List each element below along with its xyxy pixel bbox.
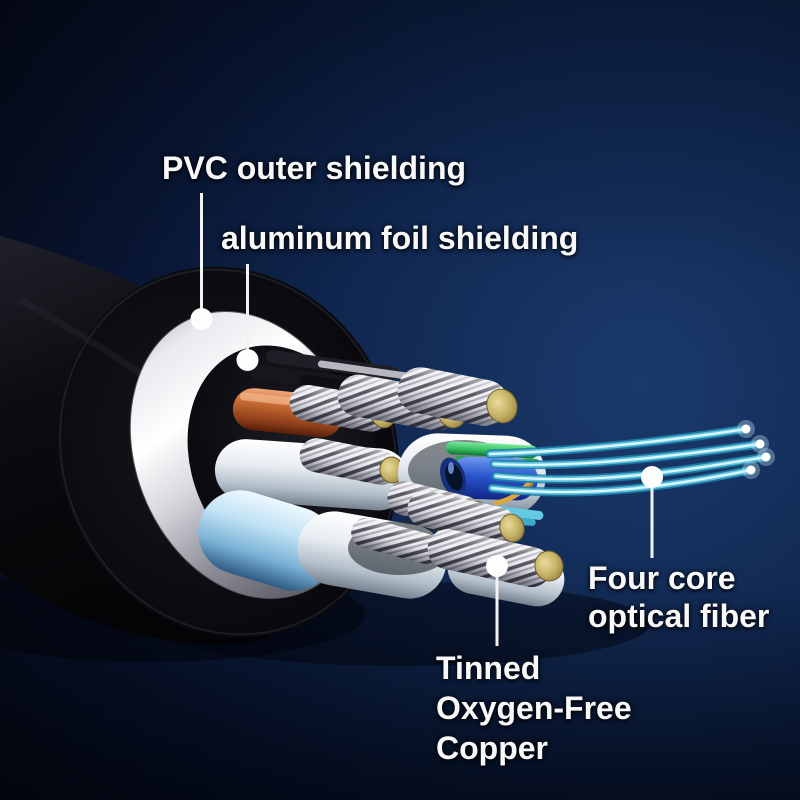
pvc-label-text: PVC outer shielding <box>162 150 467 186</box>
four-core-optical-fiber-label: Four core optical fiber <box>588 559 769 635</box>
blue-cable-glint <box>448 462 454 474</box>
aluminum-leader-dot <box>236 349 259 371</box>
twisted-wire-mid <box>299 438 399 485</box>
tinned-label-line1: Tinned <box>436 650 541 686</box>
jacket-sheen <box>18 296 153 383</box>
twisted-wire <box>351 517 442 564</box>
pvc-leader-dot <box>190 308 213 330</box>
tinned-label-line3: Copper <box>436 730 548 766</box>
pale-blue-cable <box>198 490 336 591</box>
twisted-wire <box>407 490 516 543</box>
tinned-core-face <box>486 388 518 424</box>
yellow-wire <box>493 480 532 506</box>
pvc-outer-shielding-label: PVC outer shielding <box>162 149 466 187</box>
optical-fiber <box>489 439 765 470</box>
four-core-leader-dot <box>641 466 663 488</box>
callouts <box>190 193 663 646</box>
tinned-core-face <box>499 513 525 543</box>
silver-strand <box>317 360 417 381</box>
optical-fiber <box>485 424 751 459</box>
tinned-core-face <box>534 550 564 582</box>
white-sheath-lower <box>297 511 459 599</box>
four-core-label-line1: Four core <box>588 560 736 596</box>
aluminum-foil-shielding-label: aluminum foil shielding <box>221 219 578 257</box>
tinned-leader-dot <box>486 555 508 577</box>
tinned-copper-wires-upper <box>289 367 518 432</box>
optical-fiber <box>491 452 771 484</box>
optical-fibers <box>485 420 775 497</box>
optical-fiber <box>487 465 756 497</box>
four-core-label-line2: optical fiber <box>588 598 770 634</box>
tinned-oxygen-free-copper-label: Tinned Oxygen-Free Copper <box>436 648 632 768</box>
fiber-tips <box>737 420 775 479</box>
tinned-label-line2: Oxygen-Free <box>436 690 632 726</box>
aluminum-label-text: aluminum foil shielding <box>221 220 579 256</box>
twisted-wire <box>397 367 509 426</box>
